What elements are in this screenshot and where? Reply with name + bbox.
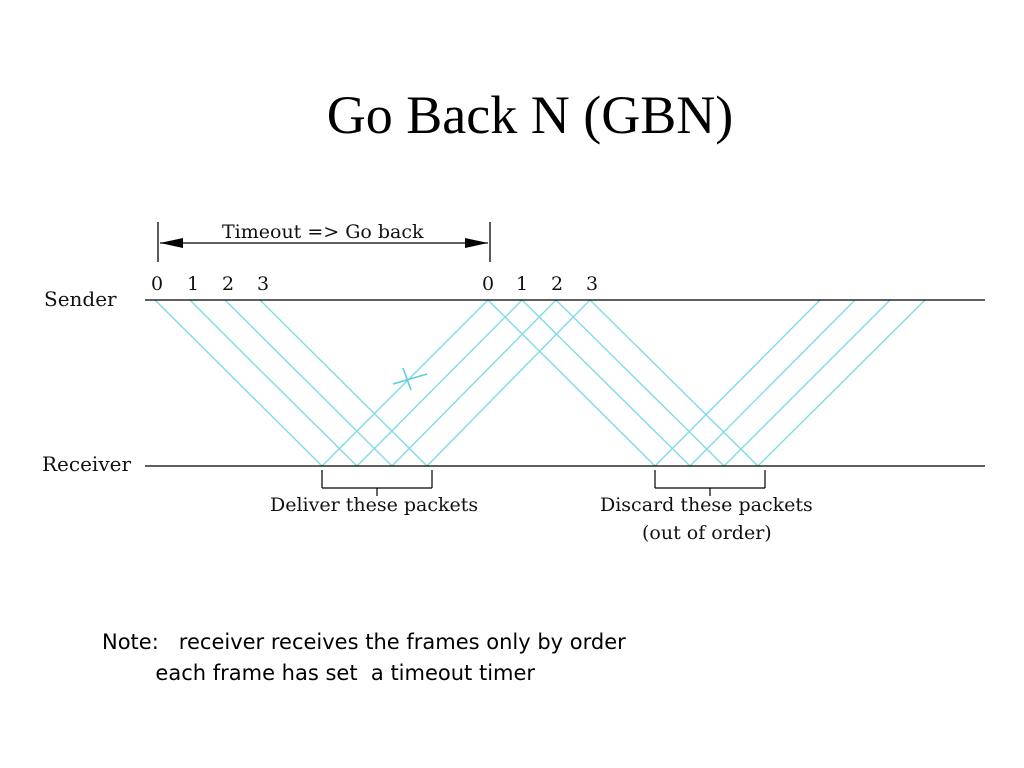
seq-number: 2: [222, 273, 234, 295]
packet-lines: [154, 299, 926, 467]
packet-line: [154, 299, 323, 467]
packet-line: [321, 299, 489, 467]
packet-line: [259, 369, 358, 467]
packet-line: [189, 299, 261, 371]
packet-line: [723, 299, 891, 467]
slide-title: Go Back N (GBN): [326, 85, 734, 145]
seq-number: 3: [257, 273, 269, 295]
packet-line: [259, 299, 428, 467]
receiver-label: Receiver: [42, 452, 131, 476]
packet-line: [757, 299, 926, 467]
packet-line: [356, 299, 523, 467]
packet-line: [487, 299, 656, 467]
packet-line: [426, 299, 591, 467]
packet-line: [589, 299, 759, 467]
note-line-1: Note: receiver receives the frames only …: [102, 630, 626, 654]
note-text: Note: receiver receives the frames only …: [102, 627, 626, 689]
first-batch-numbers: 0 1 2 3: [151, 273, 269, 295]
discard-bracket: [654, 470, 766, 496]
seq-number: 0: [151, 273, 163, 295]
seq-number: 1: [516, 273, 528, 295]
packet-line: [391, 299, 557, 467]
packet-line: [555, 299, 725, 467]
second-batch-numbers: 0 1 2 3: [482, 273, 598, 295]
sender-label: Sender: [44, 287, 117, 311]
discard-label-line1: Discard these packets: [600, 494, 813, 516]
deliver-bracket: [321, 470, 433, 496]
packet-line: [654, 299, 821, 467]
packet-line: [224, 299, 393, 467]
arrow-right-icon: [465, 238, 488, 248]
lost-packet-x-icon: [392, 367, 428, 391]
note-line-2: each frame has set a timeout timer: [102, 661, 536, 685]
seq-number: 0: [482, 273, 494, 295]
timeout-label: Timeout => Go back: [222, 221, 424, 243]
arrow-left-icon: [160, 238, 183, 248]
packet-line: [689, 299, 856, 467]
seq-number: 1: [187, 273, 199, 295]
seq-number: 3: [586, 273, 598, 295]
discard-label-line2: (out of order): [642, 522, 772, 544]
packet-line: [521, 299, 691, 467]
seq-number: 2: [551, 273, 563, 295]
timeout-bracket: [157, 222, 491, 262]
deliver-label: Deliver these packets: [270, 494, 478, 516]
